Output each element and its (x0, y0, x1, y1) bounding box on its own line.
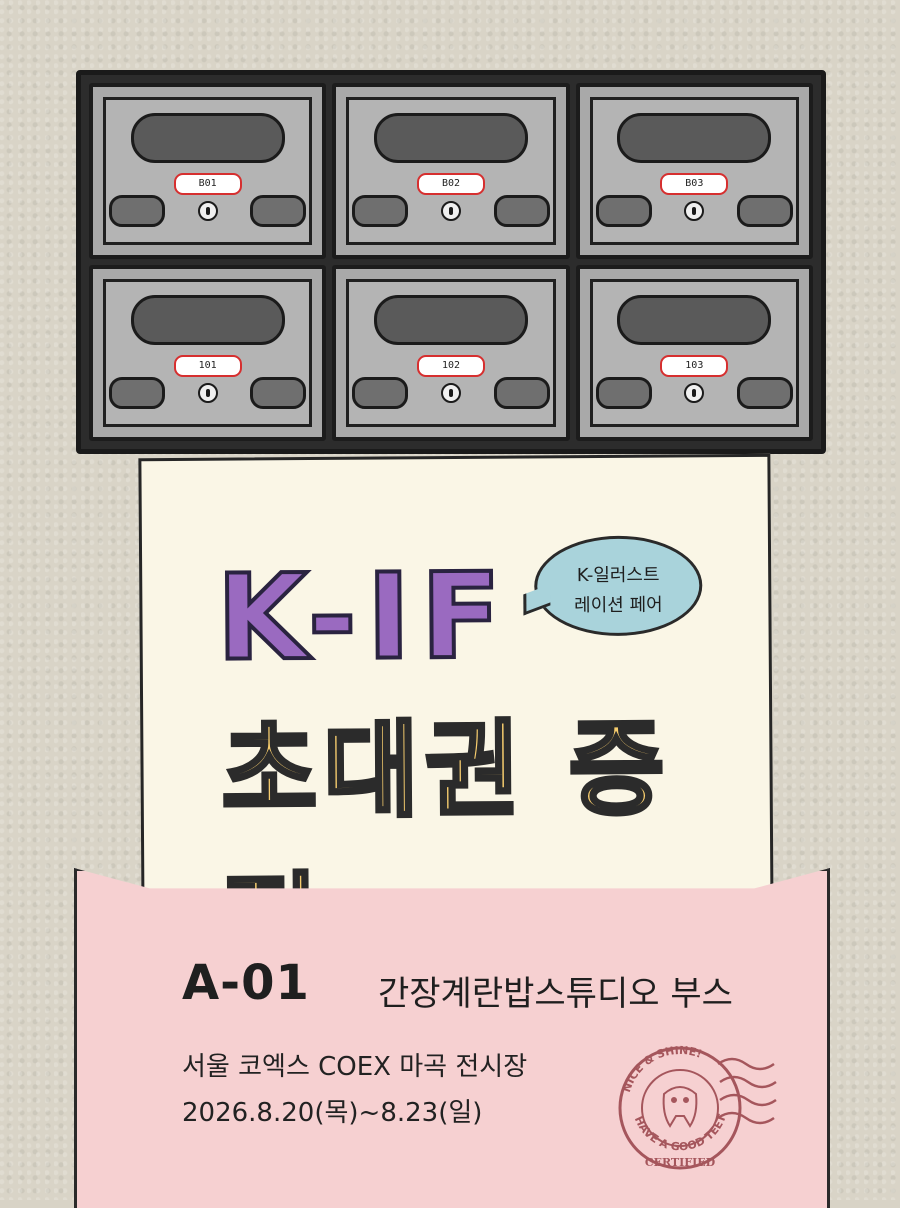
mail-slot (130, 295, 285, 345)
handle-right (493, 195, 550, 227)
handle-left (595, 195, 652, 227)
date-text: 2026.8.20(목)~8.23(일) (182, 1098, 483, 1128)
handle-left (109, 195, 165, 227)
mail-slot (617, 295, 772, 345)
booth-name: 간장계란밥스튜디오 부스 (378, 974, 733, 1014)
mailbox-number-label: B01 (173, 173, 242, 195)
mailbox-number-label: 101 (173, 355, 242, 377)
title-kif: K-IF (214, 545, 514, 689)
handle-right (250, 377, 307, 409)
handle-right (736, 195, 793, 227)
handle-left (109, 377, 165, 409)
booth-code: A-01 (182, 955, 310, 1011)
mailbox-number-label: B03 (660, 173, 729, 195)
mailbox: 103 (575, 265, 813, 441)
speech-bubble: K-일러스트 레이션 페어 (533, 535, 703, 637)
mailbox: B02 (332, 83, 570, 259)
postmark-lines-icon (717, 1057, 777, 1125)
mail-slot (373, 113, 528, 163)
venue-text: 서울 코엑스 COEX 마곡 전시장 (182, 1052, 528, 1082)
handle-left (352, 195, 409, 227)
certified-stamp: NICE & SHINE! HAVE A GOOD TEETH! CERTIFI… (606, 1028, 777, 1170)
handle-right (736, 377, 793, 409)
keyhole-icon (440, 201, 461, 221)
mailbox-number-label: 103 (660, 355, 729, 377)
bubble-line-1: K-일러스트 (576, 564, 660, 587)
handle-left (595, 377, 652, 409)
handle-right (250, 195, 307, 227)
mail-slot (130, 113, 285, 163)
mail-slot (617, 113, 772, 163)
invitation-paper: K-IF K-일러스트 레이션 페어 초대권 증정 (138, 453, 774, 986)
handle-right (493, 377, 550, 409)
bubble-line-2: 레이션 페어 (574, 594, 663, 617)
mailbox: B03 (575, 83, 813, 259)
keyhole-icon (684, 383, 705, 403)
keyhole-icon (684, 201, 705, 221)
envelope (74, 868, 830, 1208)
tooth-mascot-icon (662, 1086, 698, 1128)
mailbox: B01 (89, 83, 327, 259)
handle-left (352, 377, 409, 409)
mailbox-number-label: 102 (416, 355, 485, 377)
keyhole-icon (197, 383, 218, 403)
mail-slot (373, 295, 528, 345)
mailbox: 102 (332, 265, 570, 441)
keyhole-icon (440, 383, 461, 403)
mailbox-cabinet: B01 B02 B03 101 102 103 (76, 70, 826, 454)
mailbox: 101 (89, 265, 327, 441)
mailbox-number-label: B02 (416, 173, 485, 195)
stamp-footer: CERTIFIED (645, 1156, 716, 1169)
keyhole-icon (197, 201, 218, 221)
